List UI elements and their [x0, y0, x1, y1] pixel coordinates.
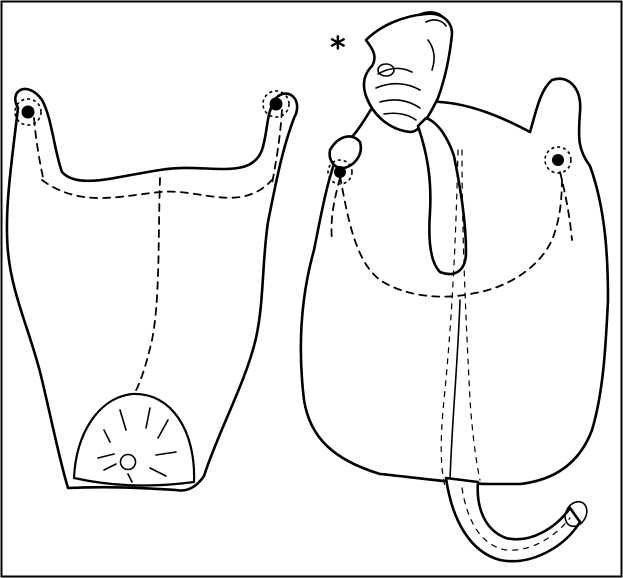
left-port-dot: [22, 106, 35, 119]
annotation-asterisk: *: [330, 31, 346, 66]
right-port-dot: [270, 98, 283, 111]
right-organ: [301, 12, 608, 561]
curved-tube: [446, 478, 591, 561]
left-organ: [7, 89, 297, 491]
right-organ-right-port-dot: [552, 154, 564, 166]
left-organ-outline: [7, 89, 297, 491]
right-organ-left-port-dot: [334, 166, 346, 178]
